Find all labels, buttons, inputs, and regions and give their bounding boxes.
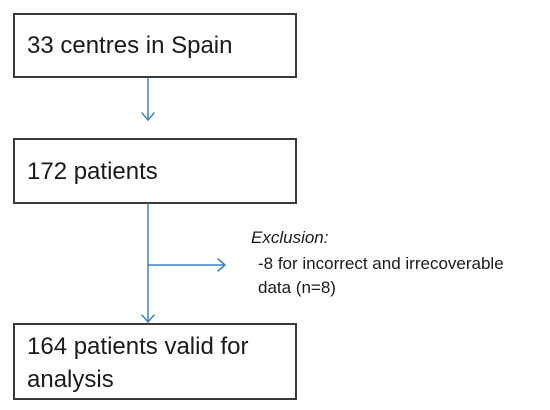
valid-patients-box: 164 patients valid for analysis [13, 323, 297, 400]
exclusion-title: Exclusion: [251, 228, 329, 247]
arrow-exclusion [147, 258, 226, 272]
patients-box: 172 patients [13, 138, 297, 204]
centres-box-label: 33 centres in Spain [27, 32, 233, 59]
valid-patients-box-label: 164 patients valid for analysis [27, 332, 249, 393]
exclusion-text: -8 for incorrect and irrecoverable data … [258, 254, 504, 297]
arrow-patients-to-valid [141, 203, 155, 323]
arrow-centres-to-patients [141, 77, 155, 121]
centres-box: 33 centres in Spain [13, 13, 297, 78]
patients-box-label: 172 patients [27, 157, 158, 185]
